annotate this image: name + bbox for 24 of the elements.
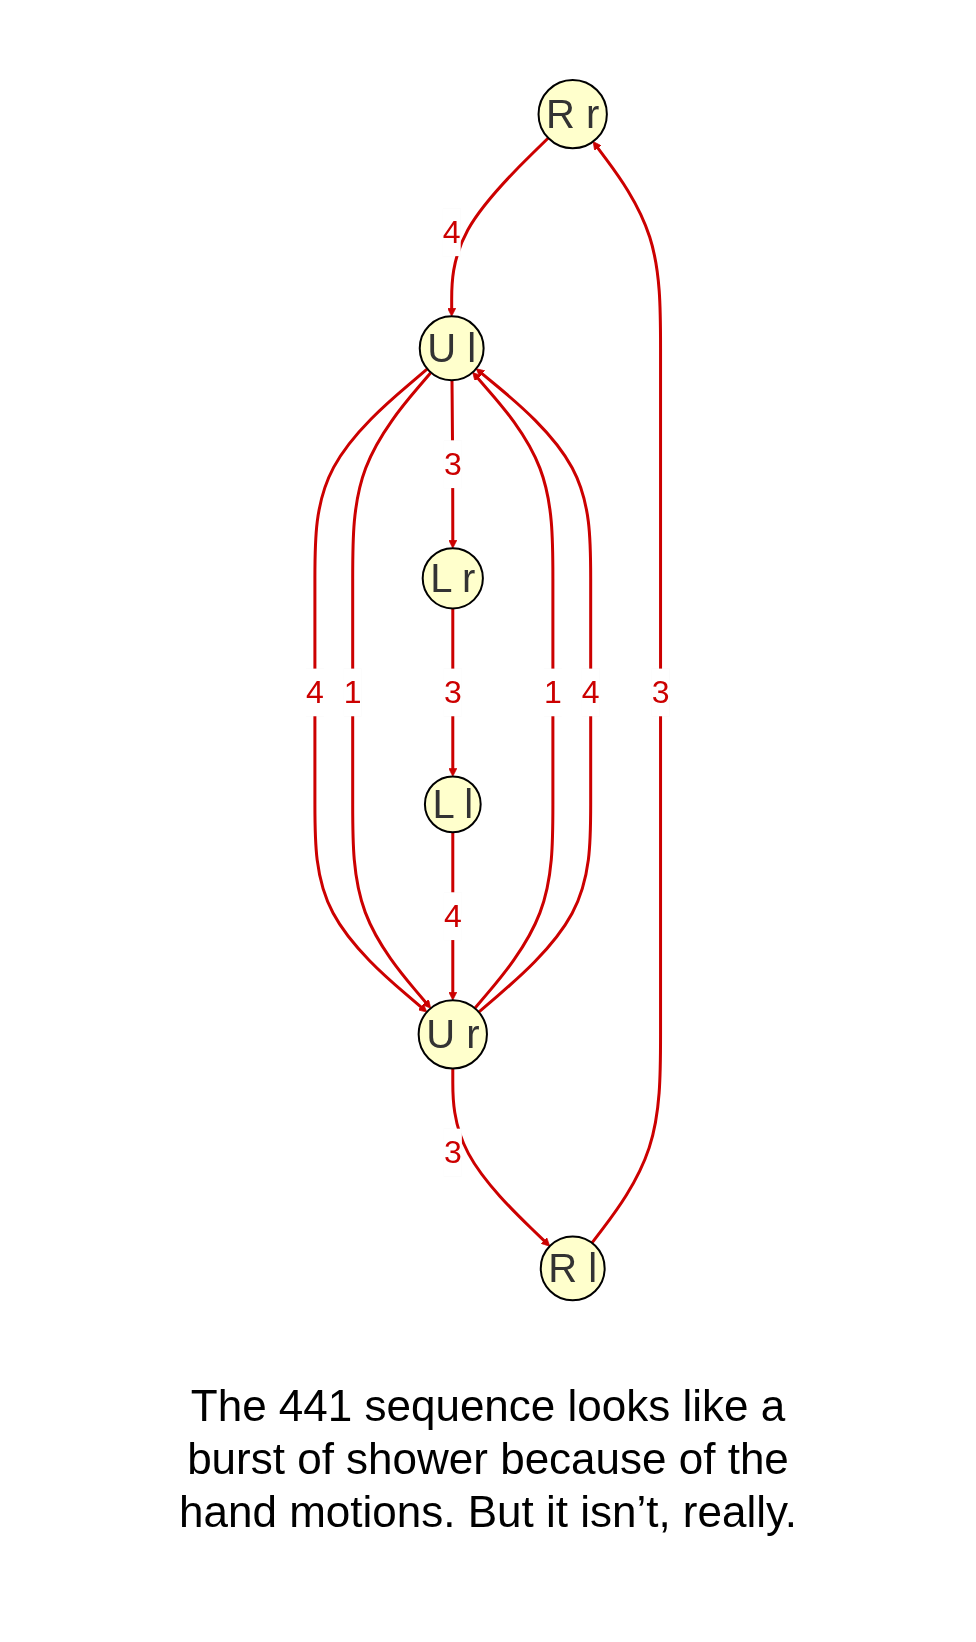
arrow: [591, 141, 663, 1244]
edge-label: 4: [306, 674, 325, 711]
arrow: [313, 367, 429, 1013]
node-circle: L r: [421, 547, 485, 610]
arrow: [447, 136, 550, 317]
edge-label: 1: [544, 674, 563, 711]
arrow: [472, 371, 555, 1010]
edge-label: 3: [444, 674, 462, 711]
edge-label: 3: [651, 674, 670, 711]
node-circle: U l: [419, 315, 485, 381]
edge-label: 3: [444, 1134, 462, 1171]
node-circle: U r: [417, 998, 489, 1070]
arrow: [451, 1068, 551, 1247]
edge-label: 3: [444, 446, 462, 483]
node-circle: R l: [540, 1235, 606, 1302]
edge-label: 4: [582, 674, 600, 711]
edge-label: 1: [344, 674, 362, 711]
edge-label: 4: [443, 214, 461, 251]
node-circle: L l: [424, 775, 482, 833]
arrow: [351, 371, 433, 1009]
arrow: [476, 368, 593, 1014]
edge-label: 4: [444, 897, 462, 934]
node-circle: R r: [537, 78, 609, 150]
note-text: The 441 sequence looks like a burst of shower because of the hand motions. But it isn’t, really.: [178, 1380, 798, 1538]
